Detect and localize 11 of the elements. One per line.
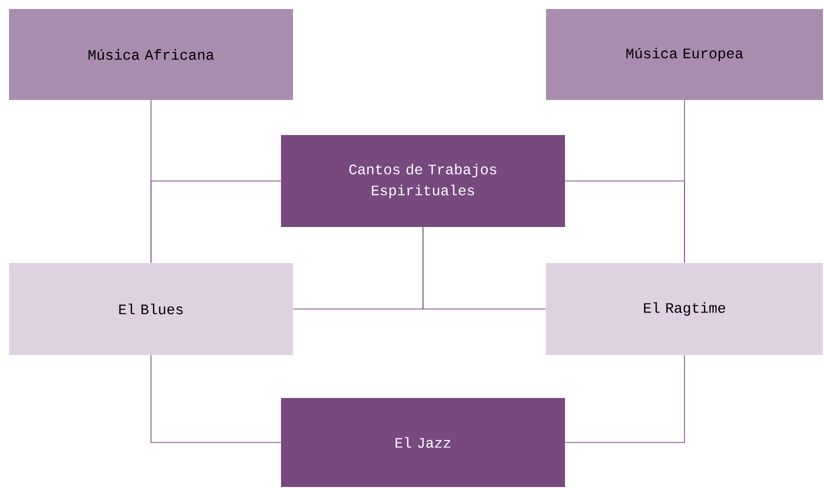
text-box: El Blues: [9, 263, 293, 355]
text-box: Música Africana: [9, 9, 293, 100]
connector-line: [422, 226, 546, 310]
connector-line: [564, 180, 685, 264]
connector-line: [150, 354, 282, 443]
text-box: El Jazz: [281, 398, 565, 487]
connector-line: [150, 180, 282, 264]
text-box: Cantos de Trabajos Espirituales: [281, 135, 565, 227]
text-box: El Ragtime: [546, 263, 823, 355]
text-box: Música Europea: [546, 9, 823, 100]
connector-line: [564, 354, 685, 443]
